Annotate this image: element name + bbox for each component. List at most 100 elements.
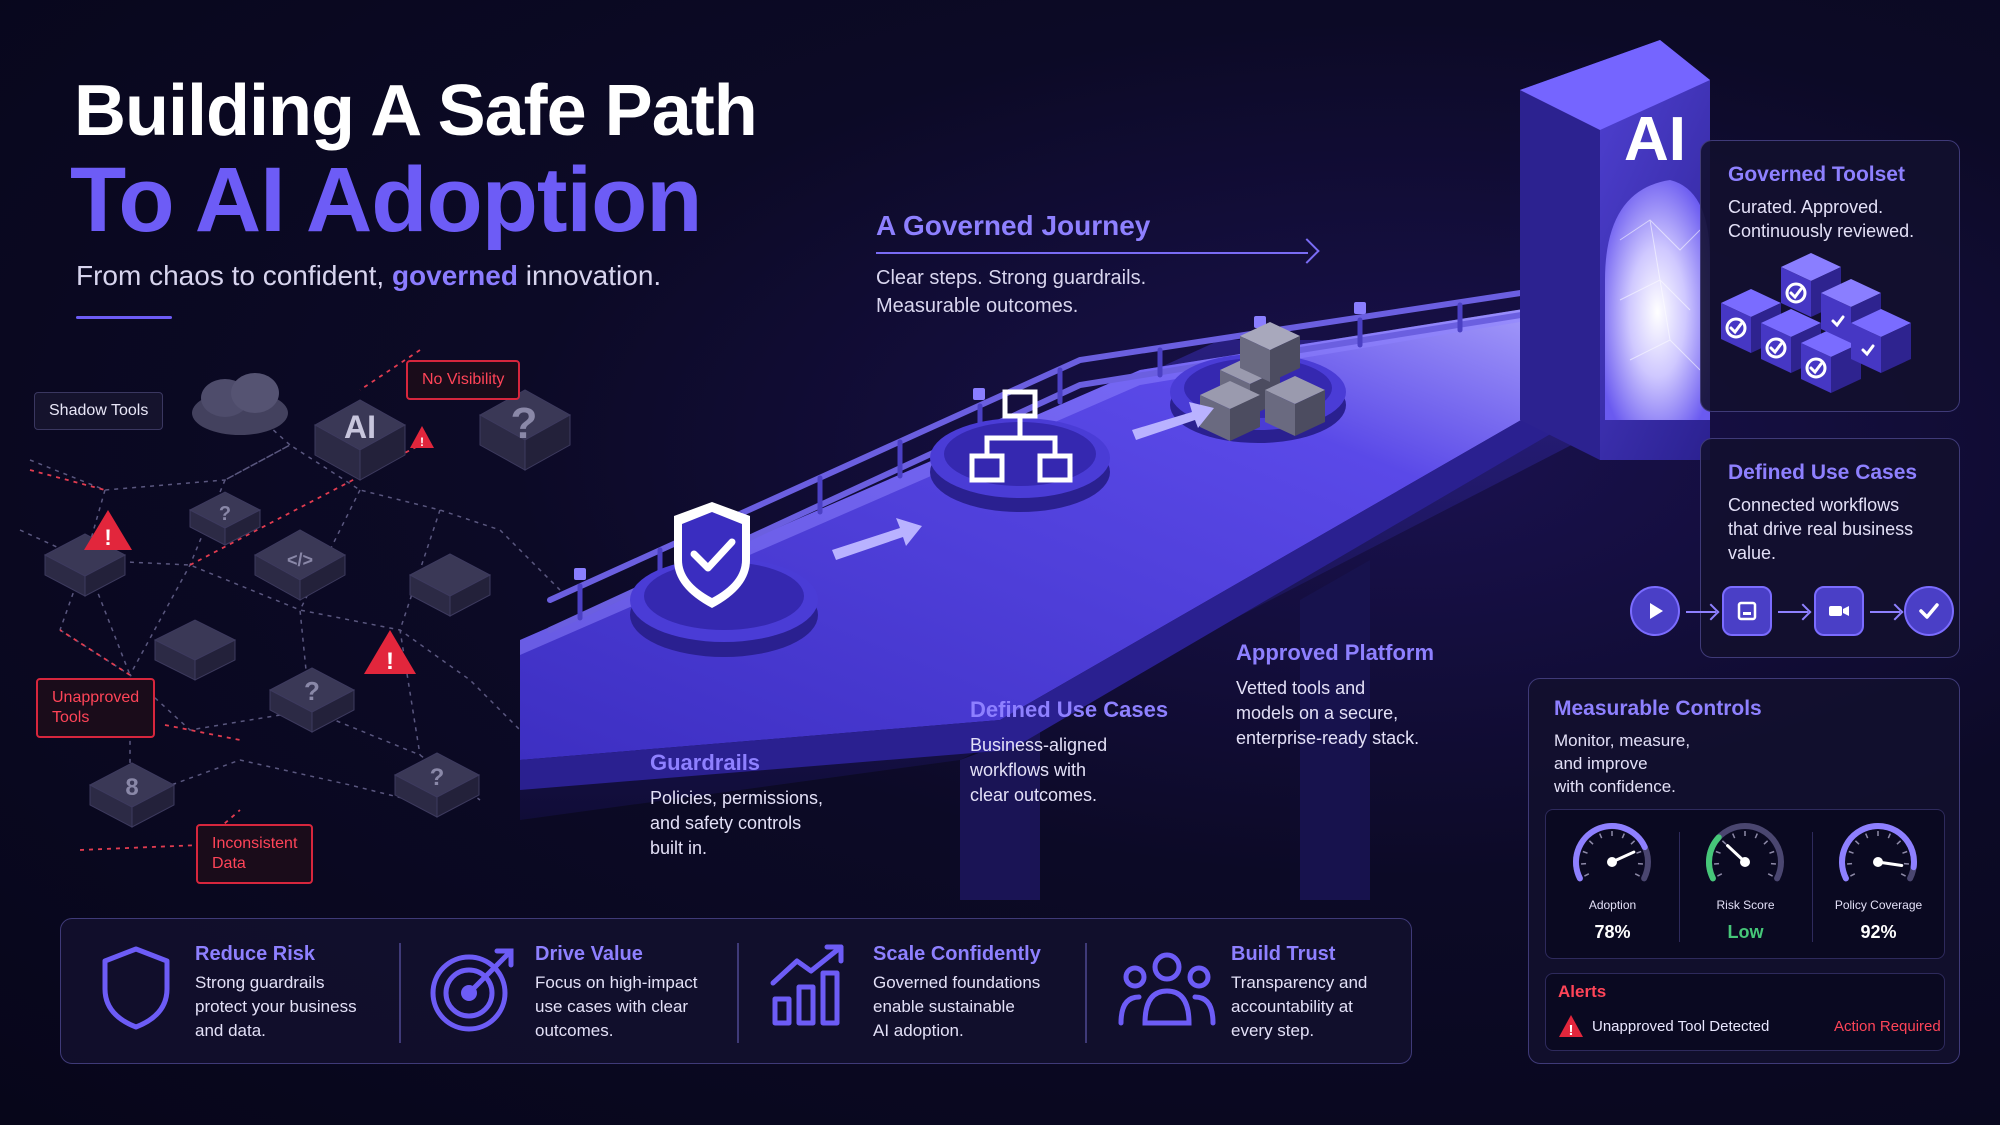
alert-action-link[interactable]: Action Required bbox=[1834, 1018, 1941, 1035]
svg-text:!: ! bbox=[1569, 1022, 1574, 1038]
svg-text:8: 8 bbox=[125, 774, 138, 801]
shadow-tools-tag: Shadow Tools bbox=[34, 392, 164, 430]
gauge-tick bbox=[1721, 840, 1727, 845]
document-icon bbox=[1722, 586, 1772, 636]
svg-text:</>: </> bbox=[287, 550, 313, 570]
measurable-controls-panel: Measurable Controls Monitor, measure,and… bbox=[1528, 678, 1960, 1064]
alert-message: Unapproved Tool Detected bbox=[1592, 1018, 1770, 1035]
people-icon bbox=[1118, 952, 1216, 1026]
flow-arrow bbox=[1870, 611, 1900, 613]
governed-toolset-panel: Governed Toolset Curated. Approved.Conti… bbox=[1700, 140, 1960, 412]
gauge-tick bbox=[1634, 873, 1640, 877]
step-desc: Policies, permissions,and safety control… bbox=[650, 788, 824, 858]
svg-text:?: ? bbox=[304, 676, 320, 706]
panel-desc: Curated. Approved.Continuously reviewed. bbox=[1728, 197, 1915, 241]
journey-line bbox=[876, 252, 1308, 254]
warning-icon: ! bbox=[364, 630, 416, 675]
benefit-title: Build Trust bbox=[1231, 943, 1336, 965]
gauge-tick bbox=[1754, 833, 1758, 839]
gate-label: AI bbox=[1624, 105, 1686, 174]
step-title: Guardrails bbox=[650, 750, 761, 775]
page-title-line2: To AI Adoption bbox=[70, 149, 702, 251]
page-subtitle: From chaos to confident, governed innova… bbox=[76, 260, 661, 292]
gauge-tick bbox=[1767, 873, 1773, 877]
gauge-hub bbox=[1740, 857, 1750, 867]
approved-cubes-icon bbox=[1721, 253, 1911, 393]
journey-title: A Governed Journey bbox=[876, 210, 1151, 241]
gauge-tick bbox=[1896, 840, 1902, 845]
gauge-tick bbox=[1887, 833, 1891, 839]
chaos-network: ? ? ? ? 8 </> AI ! ! ! bbox=[19, 349, 572, 851]
warning-icon: ! bbox=[410, 426, 434, 449]
gauge-tick bbox=[1582, 850, 1588, 854]
gauge-value: 92% bbox=[1860, 922, 1897, 942]
gauge-tick bbox=[1854, 840, 1860, 845]
gauge-tick bbox=[1715, 850, 1721, 854]
benefit-title: Reduce Risk bbox=[195, 943, 316, 965]
gauge-value: 78% bbox=[1594, 922, 1631, 942]
journey-desc: Clear steps. Strong guardrails.Measurabl… bbox=[876, 267, 1147, 317]
svg-text:!: ! bbox=[420, 435, 424, 449]
gauge-label: Risk Score bbox=[1716, 898, 1775, 912]
gauge-dial bbox=[1573, 823, 1651, 882]
gauge-dial bbox=[1706, 823, 1784, 882]
subtitle-highlight: governed bbox=[391, 260, 518, 291]
org-chart-icon bbox=[969, 389, 1073, 483]
divider bbox=[737, 943, 739, 1043]
benefit-title: Scale Confidently bbox=[873, 943, 1041, 965]
stacked-cubes-icon bbox=[1200, 322, 1325, 441]
gauge-tick bbox=[1865, 833, 1869, 839]
gauge-tick bbox=[1717, 873, 1723, 877]
svg-text:?: ? bbox=[219, 503, 231, 525]
gauge-tick bbox=[1636, 850, 1642, 854]
gauge-tick bbox=[1850, 873, 1856, 877]
divider bbox=[399, 943, 401, 1043]
play-icon bbox=[1630, 586, 1680, 636]
step-guardrails: Guardrails Policies, permissions,and saf… bbox=[650, 750, 823, 861]
gauges-box: Adoption 78% Risk Score Low Policy Cover… bbox=[1545, 809, 1945, 959]
target-icon bbox=[430, 948, 514, 1032]
gauge-tick bbox=[1848, 850, 1854, 854]
gauge-adoption: Adoption 78% bbox=[1546, 810, 1679, 960]
flow-arrow bbox=[1778, 611, 1808, 613]
panel-title: Governed Toolset bbox=[1728, 163, 1905, 186]
svg-text:!: ! bbox=[386, 648, 394, 675]
ai-gate: AI bbox=[1520, 40, 1710, 460]
no-visibility-tag: No Visibility bbox=[406, 360, 521, 400]
gauge-label: Adoption bbox=[1588, 898, 1637, 912]
bridge-illustration: AI bbox=[520, 40, 1710, 900]
gauge-fill bbox=[1706, 834, 1722, 882]
svg-text:!: ! bbox=[104, 525, 111, 550]
gauge-tick bbox=[1732, 833, 1736, 839]
gauge-label: Policy Coverage bbox=[1834, 898, 1923, 912]
warning-icon: ! bbox=[84, 510, 132, 550]
gauge-tick bbox=[1763, 840, 1769, 845]
step-title: Approved Platform bbox=[1236, 640, 1435, 665]
subtitle-post: innovation. bbox=[517, 260, 662, 291]
gauge-policy-coverage: Policy Coverage 92% bbox=[1812, 810, 1945, 960]
step-title: Defined Use Cases bbox=[970, 697, 1169, 722]
growth-chart-icon bbox=[770, 944, 844, 1026]
divider bbox=[1812, 832, 1813, 942]
divider bbox=[1085, 943, 1087, 1043]
page-title-line1: Building A Safe Path bbox=[74, 71, 758, 151]
divider bbox=[1679, 832, 1680, 942]
alerts-title: Alerts bbox=[1558, 982, 1607, 1001]
gauge-tick bbox=[1588, 840, 1594, 845]
video-icon bbox=[1814, 586, 1864, 636]
